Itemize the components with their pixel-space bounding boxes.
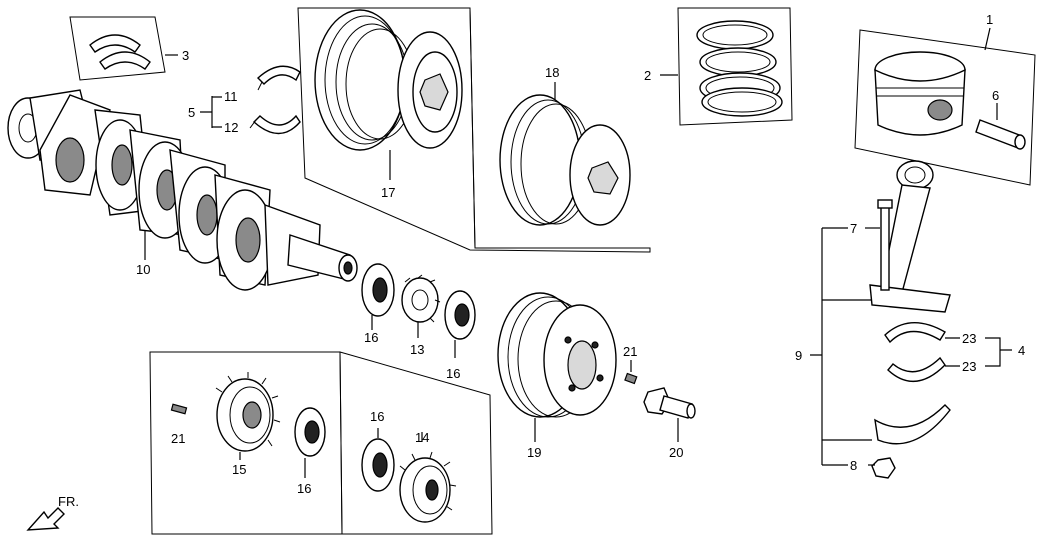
piston-rings [696, 20, 783, 117]
callout-7: 7 [850, 221, 857, 236]
crankshaft [7, 89, 358, 291]
callout-10: 10 [136, 262, 150, 277]
callout-14: 14 [415, 430, 429, 445]
thrust-washers [89, 34, 151, 70]
callout-8: 8 [850, 458, 857, 473]
rod-bearing-lower [887, 356, 946, 383]
washer-16-a [361, 263, 395, 317]
callout-3: 3 [182, 48, 189, 63]
piston [874, 51, 966, 136]
box-thrust-washers [69, 16, 166, 81]
woodruff-key-21-b [170, 403, 188, 415]
callout-16-b: 16 [446, 366, 460, 381]
callout-labels: 1 2 3 4 5 6 7 8 9 10 11 12 13 14 15 16 1… [136, 12, 1025, 496]
timing-gear-14 [399, 451, 457, 523]
timing-gear-13 [401, 274, 441, 323]
callout-15: 15 [232, 462, 246, 477]
washer-16-b [444, 290, 476, 340]
callout-20: 20 [669, 445, 683, 460]
main-bearing-lower [249, 114, 301, 135]
crank-pulley [314, 9, 463, 151]
callout-2: 2 [644, 68, 651, 83]
callout-16-c: 16 [297, 481, 311, 496]
leader-lines [144, 27, 1012, 478]
callout-6: 6 [992, 88, 999, 103]
timing-belt-gear-15 [215, 372, 281, 452]
callout-5: 5 [188, 105, 195, 120]
callout-12: 12 [224, 120, 238, 135]
callout-11: 11 [224, 89, 238, 104]
woodruff-key-21-a [624, 372, 638, 385]
callout-23-a: 23 [962, 331, 976, 346]
connecting-rod-bolt [877, 199, 893, 291]
callout-17: 17 [381, 185, 395, 200]
direction-label: FR. [58, 494, 79, 509]
callout-19: 19 [527, 445, 541, 460]
front-direction-arrow: FR. [26, 494, 79, 531]
callout-21-a: 21 [623, 344, 637, 359]
callout-16-a: 16 [364, 330, 378, 345]
pulley-bolt [643, 387, 696, 419]
box-timing-gear-14 [339, 351, 493, 535]
callout-4: 4 [1018, 343, 1025, 358]
rod-bearing-upper [884, 322, 946, 344]
callout-23-b: 23 [962, 359, 976, 374]
callout-1: 1 [986, 12, 993, 27]
box-piston [854, 29, 1036, 186]
main-bearing-upper [256, 65, 301, 91]
callout-13: 13 [410, 342, 424, 357]
damper-pulley [497, 292, 617, 418]
callout-9: 9 [795, 348, 802, 363]
rod-cap [874, 404, 951, 445]
washer-16-c [294, 407, 326, 457]
rod-nut [871, 457, 896, 479]
box-piston-rings [677, 7, 793, 126]
pulley-18 [499, 94, 631, 226]
piston-pin [975, 119, 1026, 150]
callout-16-d: 16 [370, 409, 384, 424]
washer-16-d [361, 438, 395, 492]
callout-21-b: 21 [171, 431, 185, 446]
callout-18: 18 [545, 65, 559, 80]
